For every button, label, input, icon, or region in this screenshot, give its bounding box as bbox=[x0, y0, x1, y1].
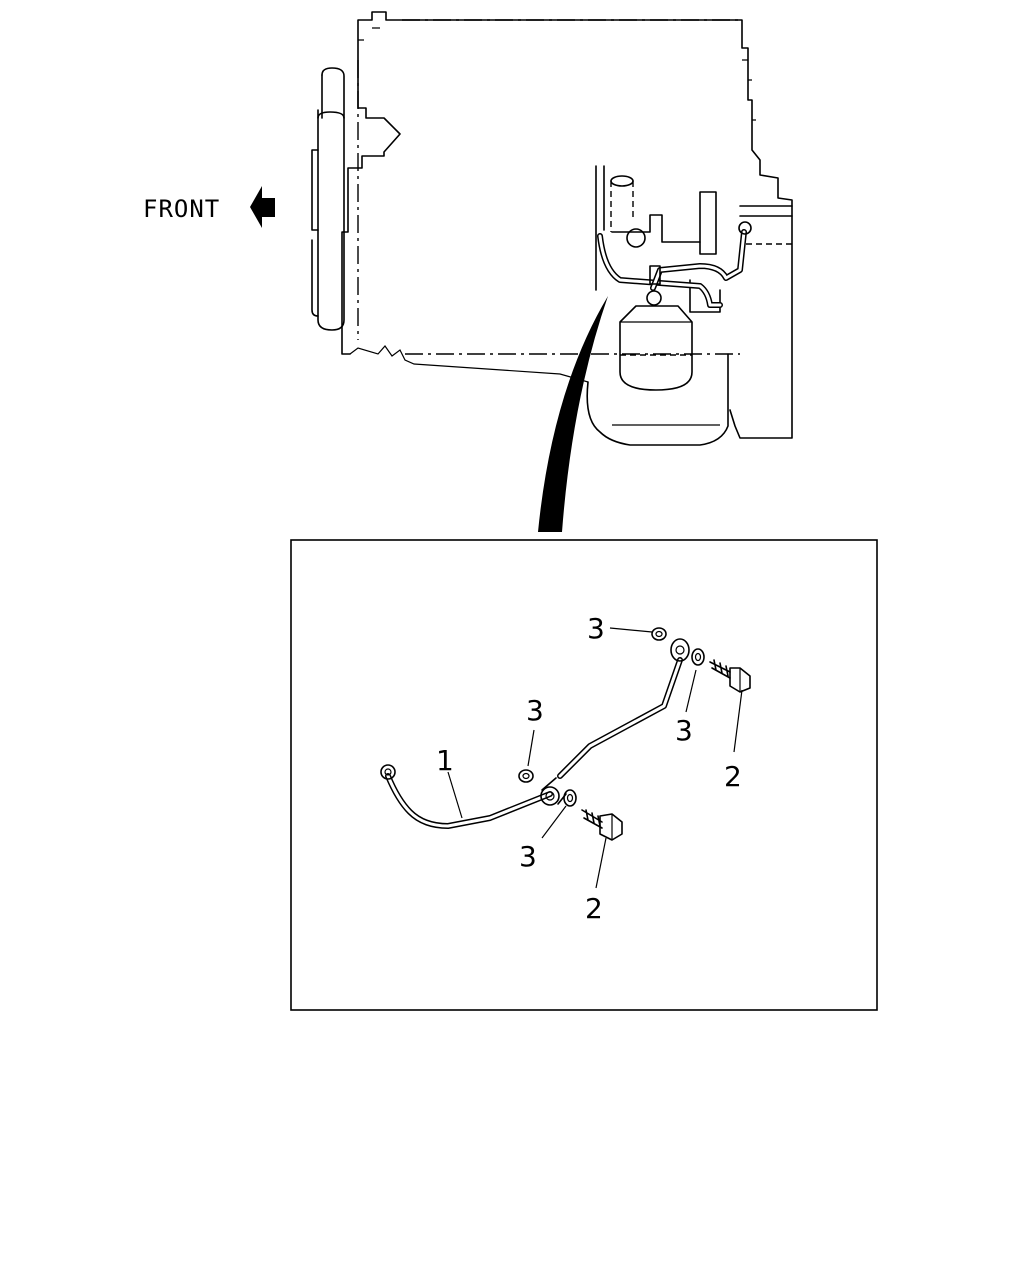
filter-housing bbox=[595, 165, 793, 313]
callout-2-bolt-upper: 2 bbox=[724, 760, 742, 793]
callout-3-washer-bottom: 3 bbox=[519, 840, 537, 873]
pipe-eye-joint-middle bbox=[540, 786, 560, 806]
pipe-eye-joint-upper bbox=[670, 638, 690, 662]
washer-upper-left bbox=[651, 627, 667, 641]
callout-leaders bbox=[447, 627, 743, 889]
front-arrow-icon bbox=[250, 186, 275, 228]
detail-frame bbox=[290, 539, 878, 1011]
oil-filter bbox=[619, 305, 693, 391]
eye-bolt-upper bbox=[709, 659, 751, 693]
callout-1-pipe: 1 bbox=[436, 744, 454, 777]
detail-oil-pipe bbox=[380, 638, 690, 829]
radiator-hose bbox=[311, 67, 345, 331]
callout-labels: 1 2 2 3 3 3 3 bbox=[436, 612, 742, 925]
pipe-end-eye-left bbox=[380, 764, 396, 780]
washer-middle-left bbox=[518, 769, 534, 783]
washer-upper-right bbox=[691, 648, 705, 666]
engine-overview bbox=[311, 11, 793, 446]
front-label: FRONT bbox=[143, 195, 220, 223]
eye-bolt-lower bbox=[581, 809, 623, 841]
detail-leader bbox=[538, 296, 608, 532]
callout-3-washer-right: 3 bbox=[675, 714, 693, 747]
overview-oil-pipe bbox=[597, 221, 752, 308]
callout-3-washer-top: 3 bbox=[587, 612, 605, 645]
callout-2-bolt-lower: 2 bbox=[585, 892, 603, 925]
front-indicator: FRONT bbox=[143, 186, 275, 228]
oil-pan bbox=[586, 353, 729, 446]
engine-block-outline bbox=[341, 11, 793, 439]
washers bbox=[518, 627, 705, 807]
washer-middle-right bbox=[563, 789, 577, 807]
callout-3-washer-middle: 3 bbox=[526, 694, 544, 727]
